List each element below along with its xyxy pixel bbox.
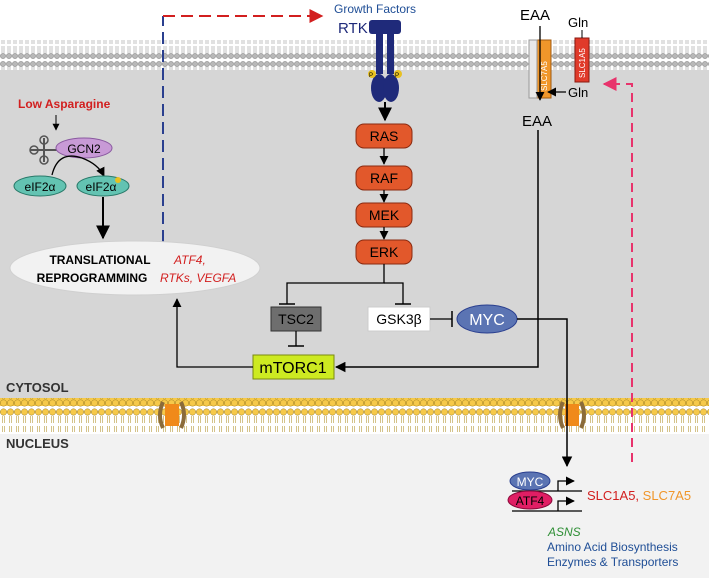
tsc2-node: TSC2	[270, 306, 322, 332]
aa-biosynthesis-line1: Amino Acid Biosynthesis	[547, 540, 678, 554]
translational-label-1: TRANSLATIONAL	[49, 253, 150, 267]
gcn2-node: GCN2	[55, 137, 113, 159]
aa-biosynthesis-line2: Enzymes & Transporters	[547, 555, 678, 569]
eif2a-left-label: eIF2α	[25, 180, 56, 194]
ras-node: RAS	[355, 123, 413, 149]
phospho-label-left: P	[369, 73, 373, 79]
gsk3b-label: GSK3β	[376, 311, 421, 327]
gln-top-label: Gln	[568, 15, 588, 30]
myc-nuclear-node: MYC	[509, 471, 551, 491]
translational-reprogramming-node: TRANSLATIONAL REPROGRAMMING ATF4, RTKs, …	[9, 240, 261, 296]
erk-gsk3b-line	[384, 282, 404, 304]
eaa-mid-label: EAA	[522, 113, 552, 130]
asns-label: ASNS	[547, 525, 581, 539]
slc1a5-gene-label: SLC1A5	[587, 488, 635, 503]
translation-targets-1: ATF4,	[173, 253, 206, 267]
myc-to-nucleus-arrow	[517, 318, 573, 468]
atf4-promoter-arrow	[557, 496, 575, 511]
gcn2-label: GCN2	[67, 142, 101, 156]
ras-label: RAS	[370, 128, 399, 144]
nucleus-region	[0, 434, 709, 578]
atf4-nuclear-label: ATF4	[516, 494, 545, 508]
trna-icon	[29, 135, 58, 165]
raf-node: RAF	[355, 165, 413, 191]
erk-node: ERK	[355, 239, 413, 265]
myc-nuclear-label: MYC	[517, 475, 544, 489]
nucleus-label: NUCLEUS	[6, 436, 69, 451]
nuclear-membrane-lipids	[0, 398, 709, 432]
erk-branch-line	[286, 264, 385, 304]
slc7a5-gene-label: SLC7A5	[643, 488, 691, 503]
cytosol-label: CYTOSOL	[6, 380, 69, 395]
eif2a-right-node: eIF2α	[76, 175, 130, 197]
rtk-label: RTK	[338, 20, 368, 37]
slc1a5-transporter: SLC1A5	[574, 37, 590, 83]
slc1a5-transporter-label: SLC1A5	[578, 48, 587, 78]
phospho-label-right: P	[395, 73, 399, 79]
myc-promoter-arrow	[557, 476, 575, 491]
target-genes-label: SLC1A5, SLC7A5	[587, 488, 691, 503]
eif2a-left-node: eIF2α	[13, 175, 67, 197]
plasma-membrane	[0, 40, 709, 70]
nuclear-pore-left	[158, 401, 186, 429]
eaa-to-mtorc1-arrow	[334, 130, 539, 373]
gln-mid-label: Gln	[568, 85, 588, 100]
translation-targets-2: RTKs, VEGFA	[160, 271, 236, 285]
erk-label: ERK	[370, 244, 399, 260]
myc-node: MYC	[456, 304, 518, 334]
translational-label-2: REPROGRAMMING	[37, 271, 148, 285]
eaa-top-label: EAA	[520, 7, 550, 24]
nuclear-pore-right	[558, 401, 586, 429]
mtorc1-to-translation-arrow	[172, 298, 253, 368]
raf-label: RAF	[370, 170, 398, 186]
gsk3b-node: GSK3β	[367, 306, 431, 332]
mtorc1-node: mTORC1	[252, 354, 335, 380]
atf4-nuclear-node: ATF4	[507, 490, 553, 510]
eif2a-right-label: eIF2α	[86, 180, 117, 194]
low-asparagine-label: Low Asparagine	[18, 97, 111, 111]
myc-label: MYC	[469, 312, 505, 329]
gcn2-phosphorylation-arrow	[51, 155, 105, 177]
growth-factors-label: Growth Factors	[334, 2, 416, 16]
cytosol-region	[0, 70, 709, 400]
pink-feedback-arrow	[602, 77, 633, 462]
mek-node: MEK	[355, 202, 413, 228]
gene-separator: ,	[635, 488, 642, 503]
slc7a5-transporter-label: SLC7A5	[540, 61, 549, 91]
mtorc1-label: mTORC1	[259, 360, 326, 377]
tsc2-label: TSC2	[278, 311, 314, 327]
rtk-receptor-icon	[368, 20, 402, 102]
mek-label: MEK	[369, 207, 400, 223]
